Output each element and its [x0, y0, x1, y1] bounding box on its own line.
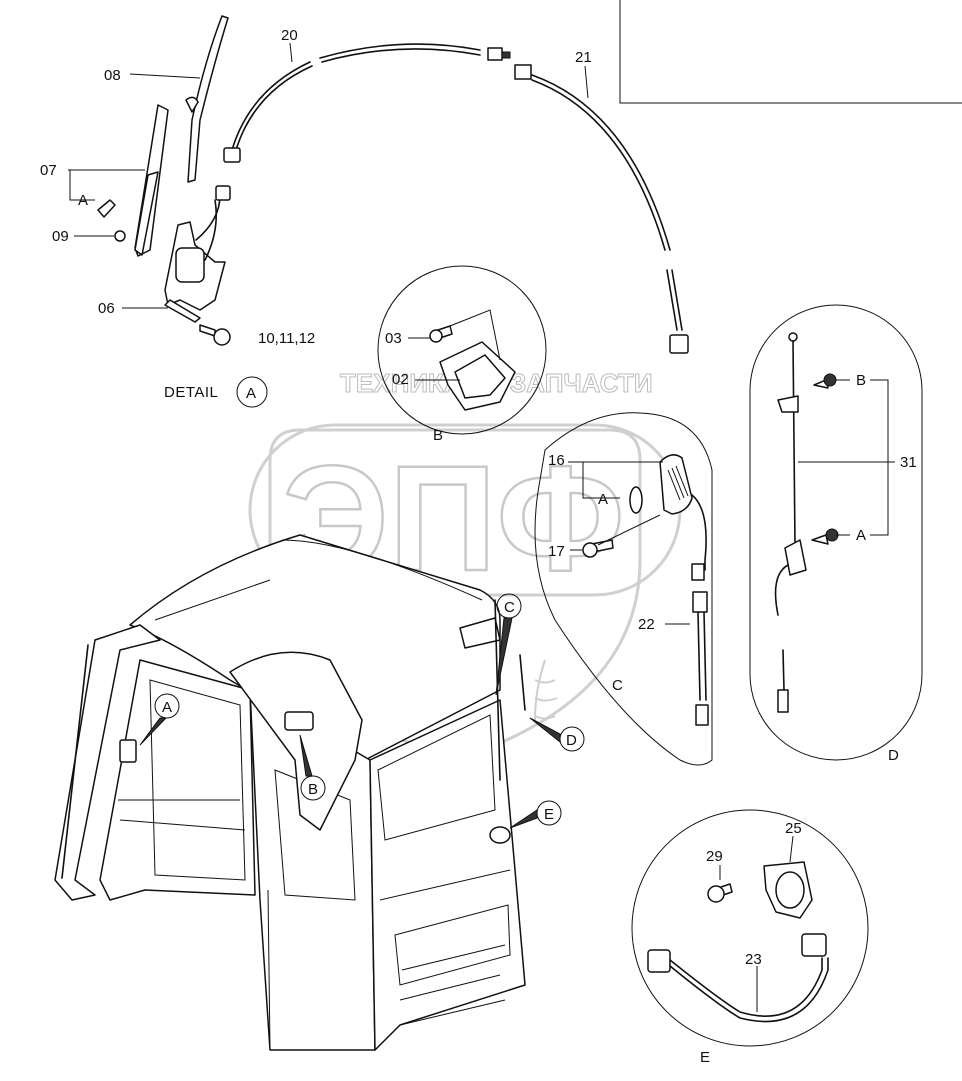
label-09: 09 — [52, 228, 69, 245]
cab-callout-a: A — [162, 699, 172, 716]
label-d-b: B — [856, 372, 866, 389]
frame-corner — [619, 0, 962, 104]
connector-icon — [691, 563, 705, 581]
clip-a — [97, 199, 116, 218]
watermark-text-left: ТЕХНИКА — [340, 368, 463, 398]
label-07: 07 — [40, 162, 57, 179]
bulb-a-icon — [629, 486, 643, 514]
lamp-16 — [659, 454, 693, 515]
detail-a-assembly: 08 07 A 09 06 10,11,12 DETAIL A — [40, 15, 315, 408]
detail-b-letter: B — [433, 427, 443, 444]
label-25: 25 — [785, 820, 802, 837]
harness-22 — [697, 611, 707, 701]
label-16: 16 — [548, 452, 565, 469]
label-21: 21 — [575, 49, 592, 66]
watermark-text-right: ЗАПЧАСТИ — [510, 368, 653, 398]
cab-callout-c: C — [504, 599, 515, 616]
detail-d: B 31 A D — [749, 304, 923, 764]
connector-icon — [215, 185, 231, 201]
wiper-blade-08 — [187, 15, 229, 183]
detail-c: 16 A 17 22 C — [534, 412, 713, 766]
label-06: 06 — [98, 300, 115, 317]
label-31: 31 — [900, 454, 917, 471]
label-23: 23 — [745, 951, 762, 968]
bolt-10-icon — [199, 324, 216, 337]
cable-20 — [231, 43, 481, 151]
label-16-a: A — [598, 491, 608, 508]
detail-e-letter: E — [700, 1049, 710, 1066]
label-22: 22 — [638, 616, 655, 633]
connector-icon — [223, 147, 241, 163]
label-d-a: A — [856, 527, 866, 544]
cables-20-21: 20 21 — [223, 27, 689, 354]
cable-21 — [531, 74, 683, 331]
connector-icon — [777, 689, 789, 713]
label-17: 17 — [548, 543, 565, 560]
detail-b: 03 02 B — [377, 265, 547, 444]
nut-09 — [114, 230, 126, 242]
detail-d-letter: D — [888, 747, 899, 764]
label-07-a: A — [78, 192, 88, 209]
antenna-31 — [792, 340, 796, 546]
connector-icon — [669, 334, 689, 354]
cab-callout-d: D — [566, 732, 577, 749]
label-20: 20 — [281, 27, 298, 44]
harness-23 — [669, 957, 823, 1017]
cab-callout-e: E — [544, 806, 554, 823]
screw-a-icon — [811, 534, 829, 545]
connector-icon — [647, 949, 671, 973]
detail-c-letter: C — [612, 677, 623, 694]
label-03: 03 — [385, 330, 402, 347]
detail-a-title: DETAIL — [164, 384, 218, 401]
detail-a-circle-letter: A — [246, 385, 256, 402]
cab-illustration: A B C D E — [54, 534, 585, 1051]
label-29: 29 — [706, 848, 723, 865]
label-08: 08 — [104, 67, 121, 84]
cab-callout-b: B — [308, 781, 318, 798]
detail-e: 29 25 23 E — [631, 809, 869, 1066]
label-10-11-12: 10,11,12 — [258, 330, 315, 347]
label-02: 02 — [392, 371, 409, 388]
